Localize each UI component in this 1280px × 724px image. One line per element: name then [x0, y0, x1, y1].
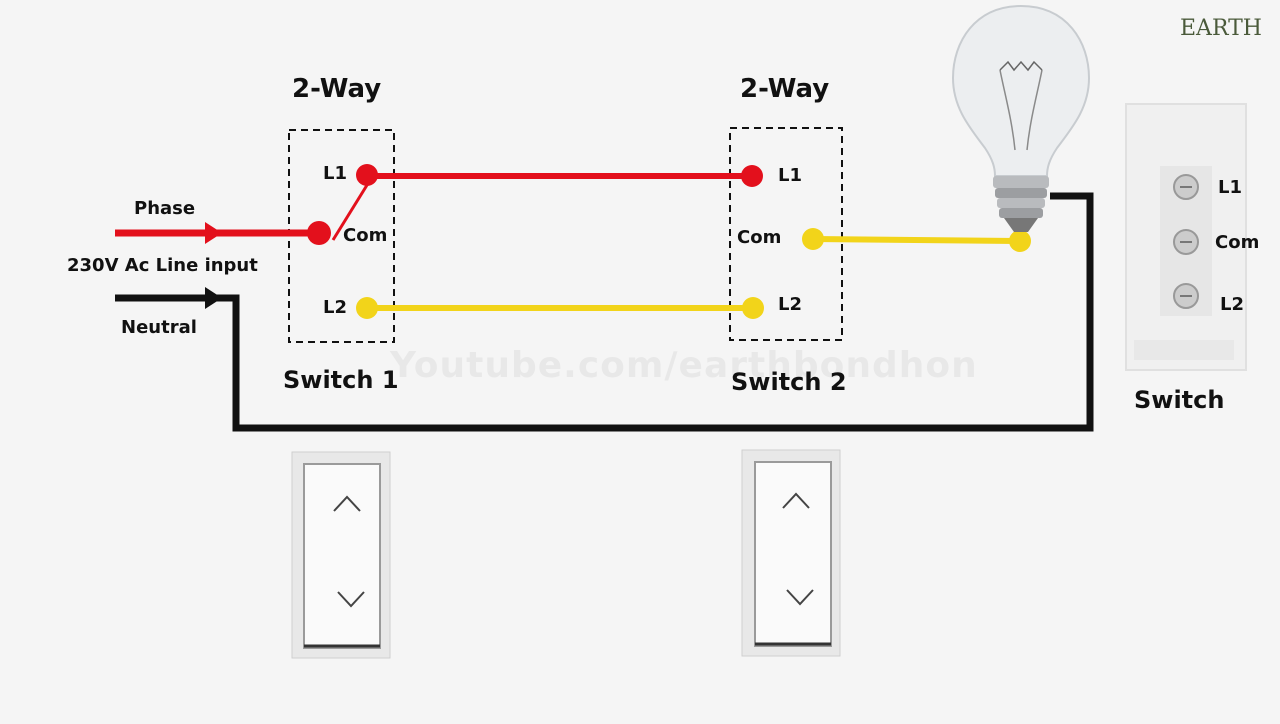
rocker-switch-2	[741, 449, 841, 657]
switch1-l2-terminal	[356, 297, 378, 319]
switch2-l1-label: L1	[778, 165, 802, 186]
switch2-type-label: 2-Way	[740, 74, 830, 104]
line-input-label: 230V Ac Line input	[67, 255, 258, 276]
switch2-box	[729, 127, 843, 341]
switch-module	[1125, 103, 1247, 371]
switch2-com-terminal	[802, 228, 824, 250]
switch-module-label: Switch	[1134, 386, 1225, 414]
switch2-com-label: Com	[737, 227, 782, 248]
switch1-l1-label: L1	[323, 163, 347, 184]
chevron-down-icon	[337, 591, 365, 608]
switch1-com-terminal	[307, 221, 331, 245]
earth-logo: EARTH	[1180, 16, 1262, 41]
phase-label: Phase	[134, 198, 196, 219]
switch2-l2-label: L2	[778, 294, 802, 315]
module-com-label: Com	[1215, 232, 1260, 253]
rocker-switch-1	[291, 451, 391, 659]
chevron-up-icon	[782, 492, 810, 509]
phase-arrow	[205, 222, 222, 244]
chevron-up-icon	[333, 495, 361, 512]
chevron-down-icon	[786, 589, 814, 606]
switch1-type-label: 2-Way	[292, 74, 382, 104]
switch2-name: Switch 2	[731, 368, 847, 396]
lamp-wire	[812, 236, 1021, 244]
switch1-lever	[331, 176, 374, 241]
switch1-com-label: Com	[343, 225, 388, 246]
switch1-l2-label: L2	[323, 297, 347, 318]
switch1-l1-terminal	[356, 164, 378, 186]
watermark: Youtube.com/earthbondhon	[390, 345, 978, 386]
neutral-label: Neutral	[121, 317, 197, 338]
switch2-l2-terminal	[742, 297, 764, 319]
light-bulb-icon	[951, 4, 1091, 232]
switch1-name: Switch 1	[283, 366, 399, 394]
bulb-terminal	[1009, 230, 1031, 252]
switch2-l1-terminal	[741, 165, 763, 187]
module-l2-label: L2	[1220, 294, 1244, 315]
neutral-arrow	[205, 287, 222, 309]
module-l1-label: L1	[1218, 177, 1242, 198]
